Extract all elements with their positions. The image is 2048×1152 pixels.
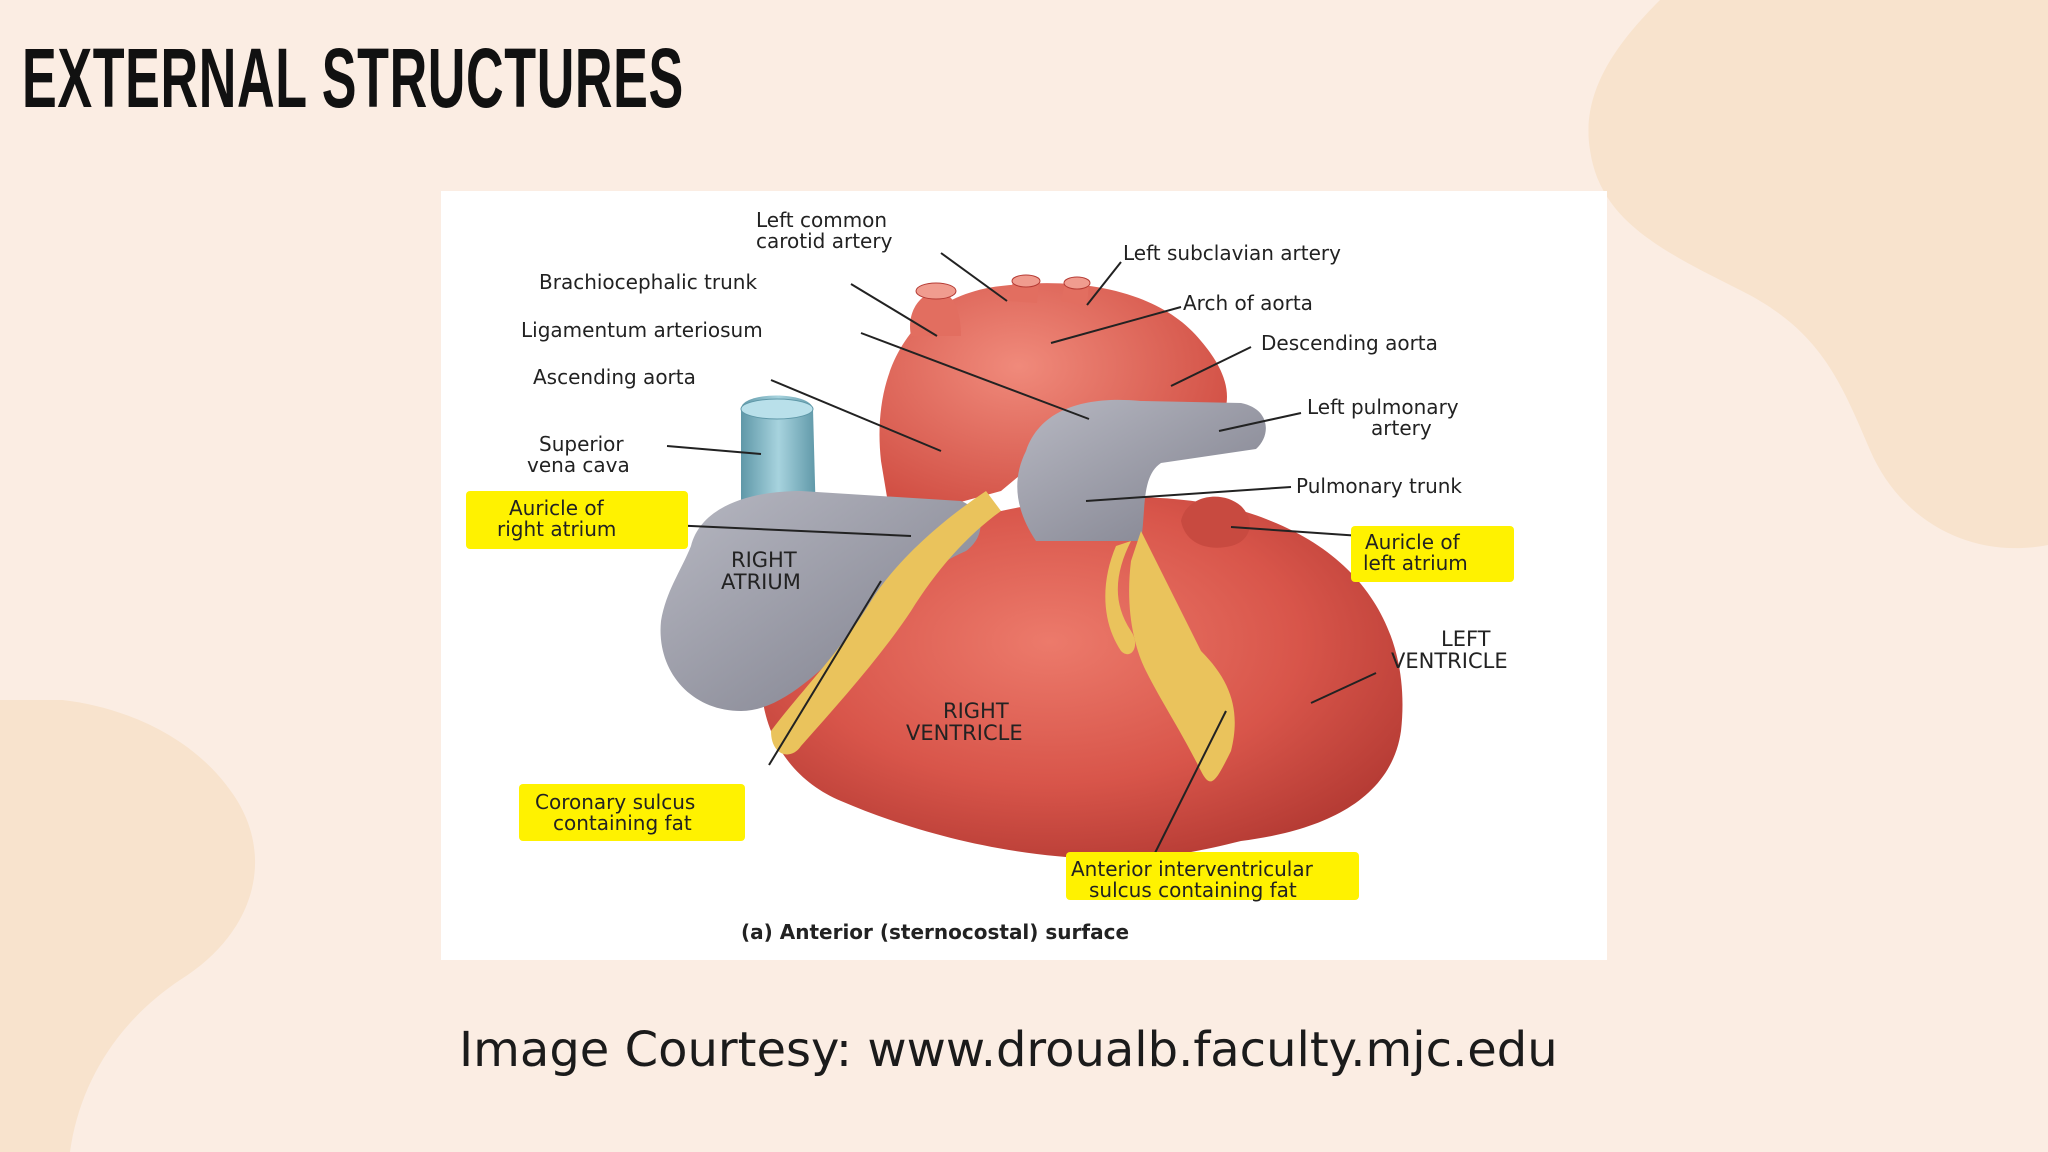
label-arch-of-aorta: Arch of aorta	[1183, 291, 1313, 315]
label-ascending-aorta: Ascending aorta	[533, 365, 696, 389]
figure-caption: (a) Anterior (sternocostal) surface	[741, 920, 1129, 944]
slide-title: EXTERNAL STRUCTURES	[22, 31, 684, 125]
coronary-fat-shape	[771, 491, 1001, 755]
label-pulmonary-trunk: Pulmonary trunk	[1296, 474, 1462, 498]
right-atrium-shape	[660, 491, 981, 711]
image-credit: Image Courtesy: www.droualb.faculty.mjc.…	[459, 1022, 1558, 1078]
brachiocephalic-trunk-shape	[910, 291, 961, 336]
background-blob-bottom-left	[0, 700, 256, 1152]
label-descending-aorta: Descending aorta	[1261, 331, 1438, 355]
background-blob-top-right	[1588, 0, 2048, 549]
label-brachiocephalic: Brachiocephalic trunk	[539, 270, 757, 294]
highlight-marks	[466, 491, 1514, 900]
interventricular-fat-shape	[1129, 531, 1235, 782]
label-left-subclavian: Left subclavian artery	[1123, 241, 1341, 265]
left-auricle-shape	[1181, 496, 1250, 548]
aortic-arch-shape	[879, 283, 1227, 521]
superior-vena-cava-shape	[741, 395, 816, 521]
leader-lines	[666, 252, 1377, 858]
label-ligamentum: Ligamentum arteriosum	[521, 318, 763, 342]
pulmonary-trunk-shape	[1017, 399, 1266, 541]
